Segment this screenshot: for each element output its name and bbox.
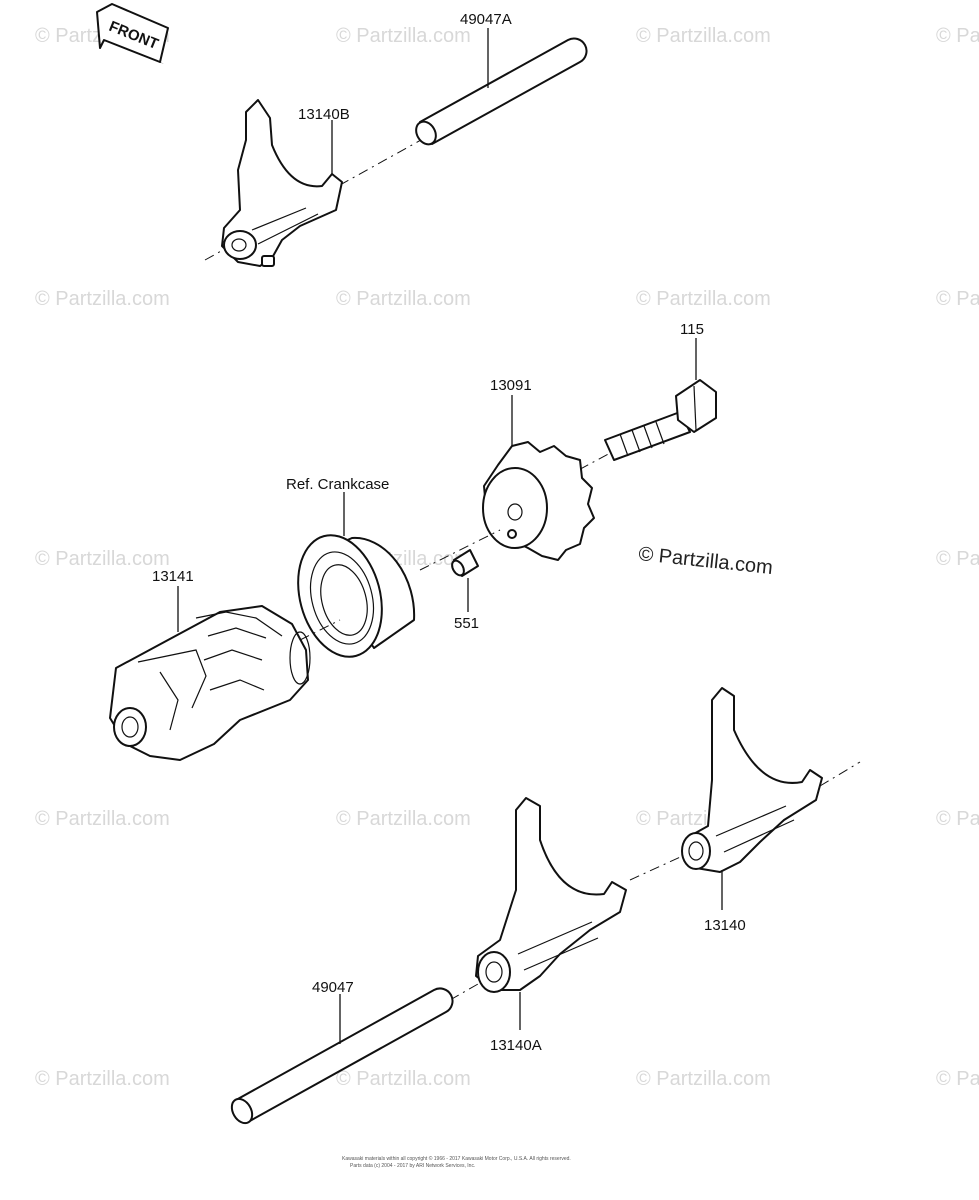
- watermark: © Partzilla.com: [336, 25, 471, 47]
- part-label-551: 551: [454, 615, 479, 632]
- cam-plate-13091: 13091: [482, 377, 595, 561]
- watermark: © Partzilla.com: [35, 288, 170, 310]
- part-label-13140a: 13140A: [490, 1037, 542, 1054]
- part-label-13091: 13091: [490, 377, 532, 394]
- part-label-13141: 13141: [152, 568, 194, 585]
- watermark: © Partzilla.com: [936, 1068, 979, 1090]
- front-arrow-icon: FRONT: [96, 3, 169, 64]
- watermark: © Partzilla.com: [336, 1068, 471, 1090]
- fork-13140a: 13140A: [475, 797, 627, 1054]
- bolt-115: 115: [559, 321, 717, 481]
- watermark: © Partzilla.com: [636, 288, 771, 310]
- watermark: © Partzilla.com: [35, 548, 170, 570]
- part-label-115: 115: [680, 321, 704, 338]
- watermark: © Partzilla.com: [636, 1068, 771, 1090]
- bearing-ref-crankcase: Ref. Crankcase: [286, 476, 416, 658]
- watermark: © Partzilla.com: [35, 808, 170, 830]
- shaft-49047a: 49047A: [204, 11, 588, 261]
- watermark: © Partzilla.com: [336, 808, 471, 830]
- part-label-49047a: 49047A: [460, 11, 512, 28]
- watermark: © Partzilla.com: [336, 288, 471, 310]
- part-label-49047: 49047: [312, 979, 354, 996]
- part-label-13140: 13140: [704, 917, 746, 934]
- part-label-ref-crankcase: Ref. Crankcase: [286, 476, 389, 493]
- shaft-49047: 49047: [230, 979, 479, 1125]
- watermark: © Partzilla.com: [936, 548, 979, 570]
- watermark: © Partzilla.com: [936, 808, 979, 830]
- pin-551: 551: [419, 529, 501, 632]
- part-label-13140b: 13140B: [298, 106, 350, 123]
- watermark: © Partzilla.com: [936, 288, 979, 310]
- shift-drum-13141: 13141: [109, 568, 341, 761]
- fork-13140b: 13140B: [221, 99, 350, 267]
- copyright-note: © Partzilla.com: [637, 543, 773, 579]
- watermark: © Partzilla.com: [936, 25, 979, 47]
- watermark-layer: © Partzilla.com © Partzilla.com © Partzi…: [35, 25, 979, 1090]
- watermark: © Partzilla.com: [35, 1068, 170, 1090]
- watermark: © Partzilla.com: [636, 25, 771, 47]
- fork-13140: 13140: [629, 687, 861, 934]
- footer-line-2: Parts data (c) 2004 - 2017 by ARI Networ…: [350, 1163, 475, 1169]
- footer-line-1: Kawasaki materials within all copyright …: [342, 1155, 571, 1162]
